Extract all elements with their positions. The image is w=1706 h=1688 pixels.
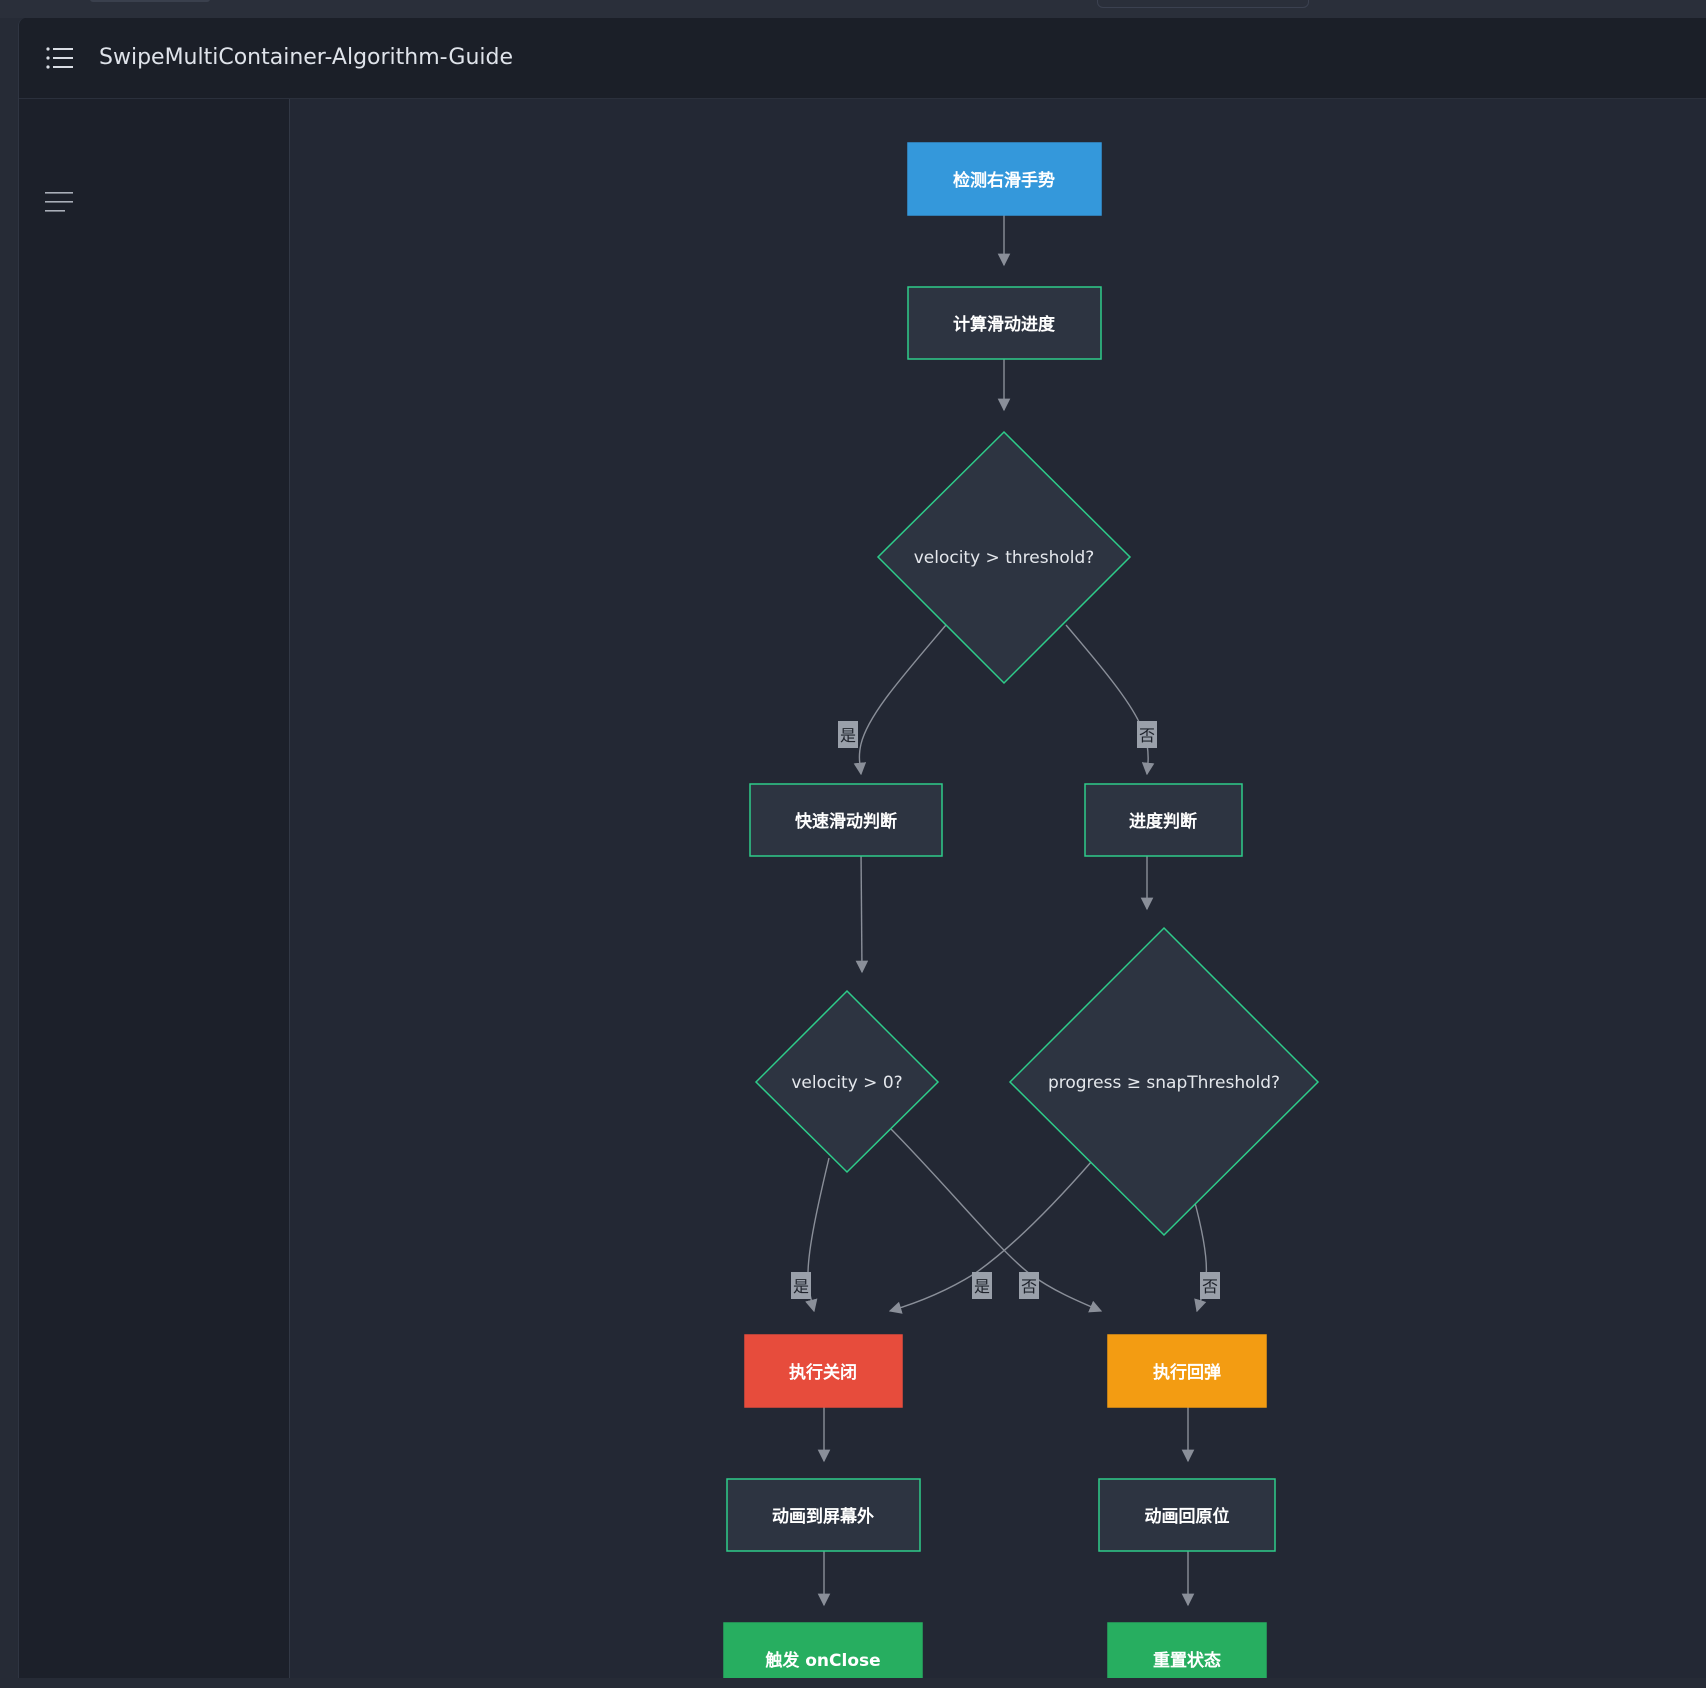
- edge-fast-velpos: [855, 848, 869, 974]
- node-detect-gesture[interactable]: 检测右滑手势: [907, 142, 1102, 216]
- list-menu-icon[interactable]: [45, 46, 75, 70]
- svg-text:重置状态: 重置状态: [1153, 1650, 1221, 1671]
- top-search-field[interactable]: [1097, 0, 1309, 8]
- edges: [805, 215, 1208, 1607]
- node-execute-close[interactable]: 执行关闭: [744, 1334, 903, 1408]
- node-animate-restore[interactable]: 动画回原位: [1098, 1478, 1276, 1552]
- node-progress-judge[interactable]: 进度判断: [1084, 783, 1243, 857]
- edge-velocity-fast: [853, 624, 947, 776]
- edge-labels: 是 否 是 是 否: [791, 721, 1220, 1299]
- top-tab-indicator: [90, 0, 210, 2]
- svg-text:计算滑动进度: 计算滑动进度: [953, 314, 1056, 335]
- node-calc-progress[interactable]: 计算滑动进度: [907, 286, 1102, 360]
- document-title: SwipeMultiContainer-Algorithm-Guide: [99, 45, 513, 70]
- svg-text:动画到屏幕外: 动画到屏幕外: [772, 1506, 874, 1527]
- edge-velpos-rebound: [890, 1128, 1103, 1313]
- outline-lines-icon[interactable]: [44, 191, 74, 213]
- edge-label-no-3: 否: [1200, 1272, 1220, 1299]
- node-velocity-threshold-decision[interactable]: velocity > threshold?: [876, 430, 1132, 685]
- diagram-canvas: 是 否 是 是 否: [290, 99, 1706, 1678]
- svg-text:动画回原位: 动画回原位: [1145, 1506, 1230, 1527]
- edge-label-yes-3: 是: [972, 1272, 992, 1299]
- svg-text:快速滑动判断: 快速滑动判断: [795, 811, 897, 832]
- window-top-strip: [0, 0, 1706, 18]
- svg-text:执行关闭: 执行关闭: [789, 1362, 857, 1383]
- svg-text:否: 否: [1021, 1277, 1037, 1296]
- edge-velpos-close: [805, 1157, 830, 1313]
- edge-label-no-2: 否: [1019, 1272, 1039, 1299]
- svg-text:是: 是: [793, 1277, 809, 1296]
- svg-text:执行回弹: 执行回弹: [1153, 1362, 1221, 1383]
- svg-text:检测右滑手势: 检测右滑手势: [953, 170, 1055, 191]
- svg-text:velocity > 0?: velocity > 0?: [791, 1073, 902, 1093]
- edge-label-yes-1: 是: [838, 721, 858, 748]
- svg-text:velocity > threshold?: velocity > threshold?: [914, 548, 1095, 568]
- node-progress-snap-decision[interactable]: progress ≥ snapThreshold?: [1008, 926, 1320, 1237]
- svg-text:进度判断: 进度判断: [1129, 811, 1197, 832]
- edge-label-yes-2: 是: [791, 1272, 811, 1299]
- node-reset-state[interactable]: 重置状态: [1107, 1622, 1267, 1678]
- node-execute-rebound[interactable]: 执行回弹: [1107, 1334, 1267, 1408]
- node-animate-offscreen[interactable]: 动画到屏幕外: [726, 1478, 921, 1552]
- document-window: SwipeMultiContainer-Algorithm-Guide: [18, 18, 1706, 1678]
- svg-text:触发 onClose: 触发 onClose: [764, 1650, 880, 1671]
- window-bottom-strip: [0, 1678, 1706, 1688]
- svg-text:是: 是: [974, 1277, 990, 1296]
- svg-text:否: 否: [1202, 1277, 1218, 1296]
- document-header: SwipeMultiContainer-Algorithm-Guide: [19, 18, 1706, 99]
- edge-progcheck-close: [888, 1160, 1093, 1314]
- edge-velocity-progress: [1065, 624, 1155, 776]
- outline-sidebar: [19, 99, 290, 1678]
- svg-text:是: 是: [840, 726, 856, 745]
- flowchart: 是 否 是 是 否: [723, 142, 1320, 1678]
- node-trigger-onclose[interactable]: 触发 onClose: [723, 1622, 923, 1678]
- svg-text:否: 否: [1139, 726, 1155, 745]
- node-fast-swipe-judge[interactable]: 快速滑动判断: [749, 783, 943, 857]
- svg-text:progress ≥ snapThreshold?: progress ≥ snapThreshold?: [1048, 1073, 1280, 1093]
- edge-label-no-1: 否: [1137, 721, 1157, 748]
- node-velocity-positive-decision[interactable]: velocity > 0?: [754, 989, 940, 1174]
